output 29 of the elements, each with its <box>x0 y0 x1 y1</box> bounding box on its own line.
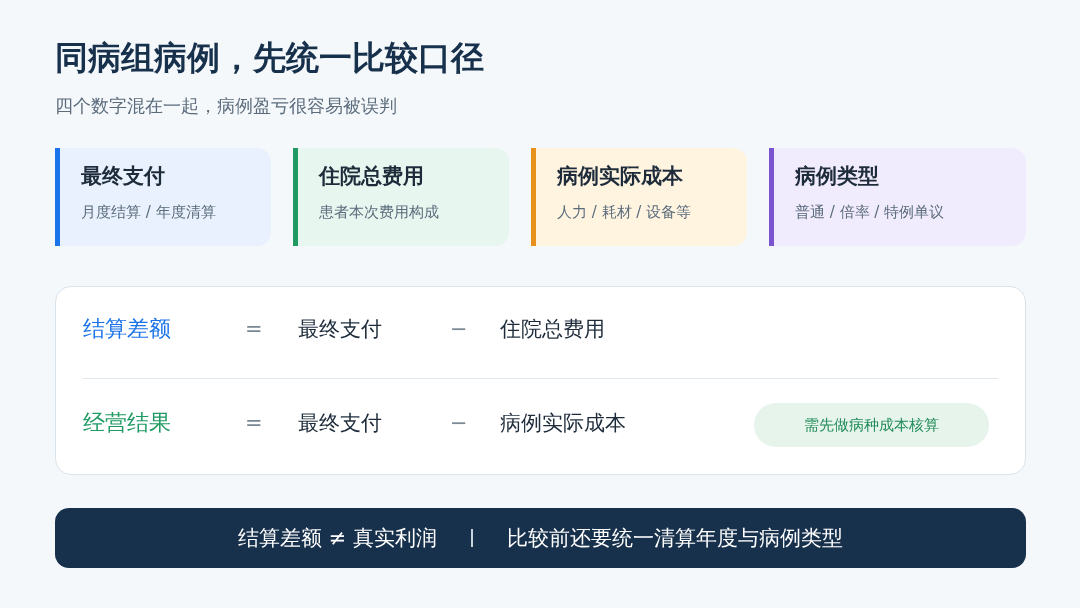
category-card <box>769 148 1026 246</box>
formula-term: = <box>245 317 263 341</box>
card-description: 月度结算 / 年度清算 <box>81 203 216 222</box>
card-heading: 病例实际成本 <box>557 163 683 190</box>
formula-term: − <box>450 411 468 435</box>
formula-term: 住院总费用 <box>500 316 605 343</box>
category-card <box>55 148 271 246</box>
formula-term: 经营结果 <box>83 409 171 437</box>
formula-term: = <box>245 411 263 435</box>
card-heading: 最终支付 <box>81 163 165 190</box>
summary-banner <box>55 508 1026 568</box>
banner-text: 结算差额 ≠ 真实利润 <box>238 525 437 552</box>
formula-term: 病例实际成本 <box>500 410 626 437</box>
formula-term: 最终支付 <box>298 316 382 343</box>
title: 同病组病例，先统一比较口径 <box>55 37 484 79</box>
card-description: 普通 / 倍率 / 特例单议 <box>795 203 945 222</box>
card-heading: 住院总费用 <box>319 163 424 190</box>
formula-term: 结算差额 <box>83 315 171 343</box>
card-description: 人力 / 耗材 / 设备等 <box>557 203 692 222</box>
banner-text: 比较前还要统一清算年度与病例类型 <box>506 525 843 552</box>
subtitle: 四个数字混在一起，病例盈亏很容易被误判 <box>55 94 397 118</box>
note-tag: 需先做病种成本核算 <box>754 403 989 447</box>
formula-term: − <box>450 317 468 341</box>
formula-term: 最终支付 <box>298 410 382 437</box>
category-card <box>293 148 509 246</box>
category-card <box>531 148 747 246</box>
card-heading: 病例类型 <box>795 163 879 190</box>
formula-panel <box>55 286 1026 475</box>
card-description: 患者本次费用构成 <box>319 203 439 222</box>
